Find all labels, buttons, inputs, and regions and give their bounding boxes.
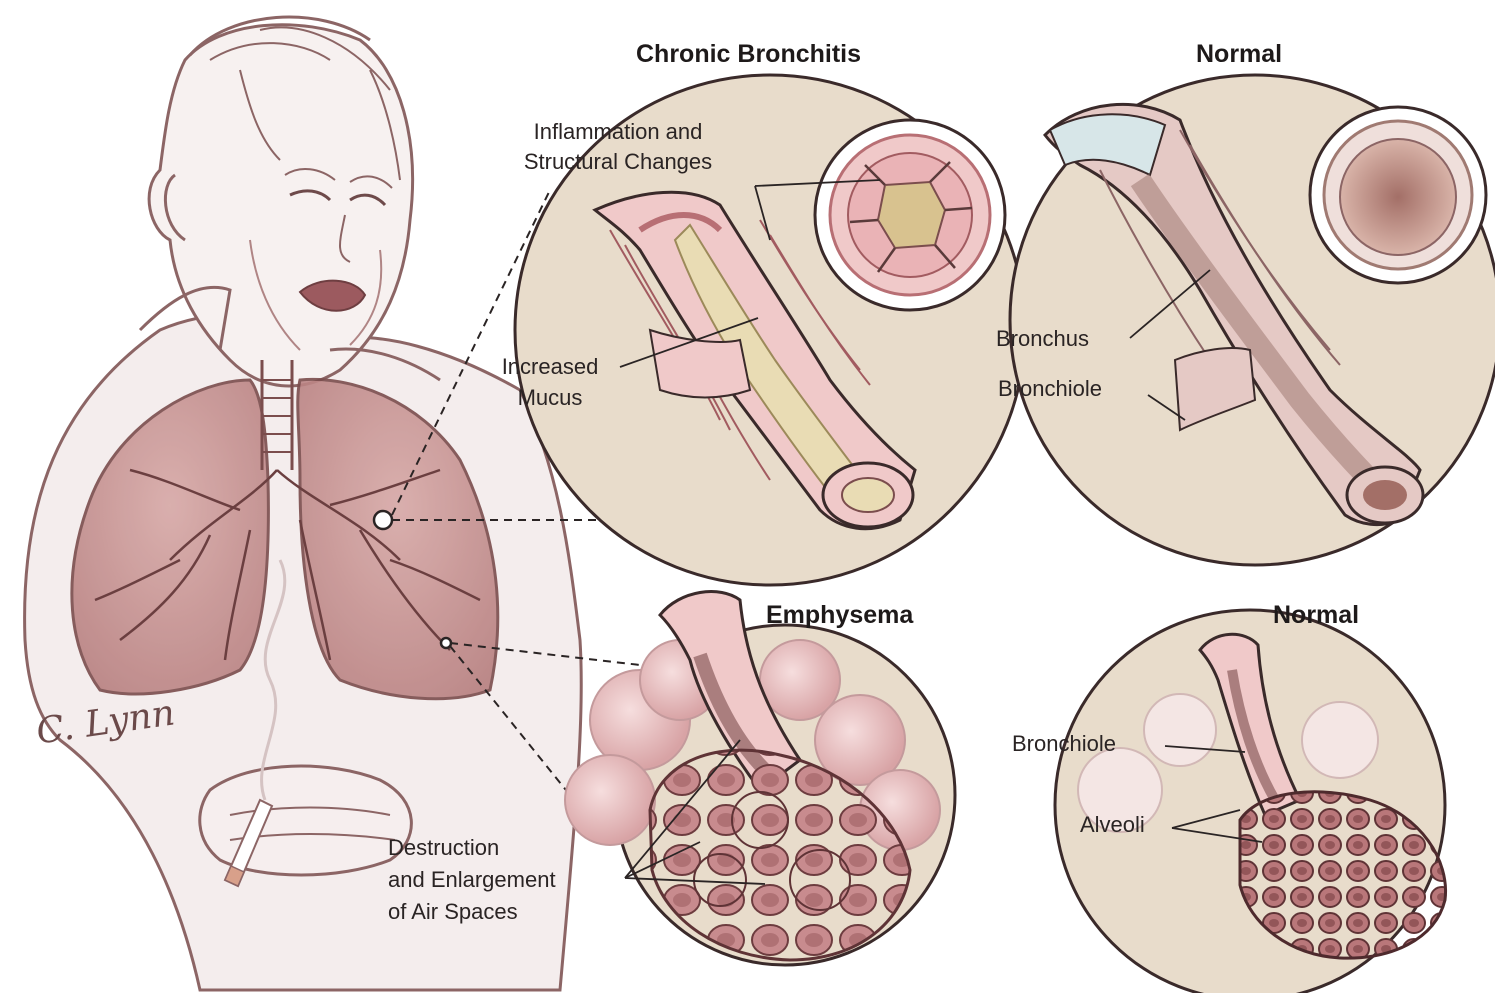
cross-section-normal	[1310, 107, 1486, 283]
label-bronchiole-alveoli-panel: Bronchiole	[1012, 729, 1116, 759]
label-inflammation-line2: Structural Changes	[478, 147, 758, 177]
narrowed-lumen	[878, 182, 945, 248]
title-emphysema: Emphysema	[766, 601, 913, 630]
panel-emphysema	[565, 592, 955, 965]
callout-marker-bronchus	[374, 511, 392, 529]
label-destruction-line3: of Air Spaces	[388, 897, 518, 927]
open-lumen	[1340, 139, 1456, 255]
bronchiole-branch-inflamed	[650, 330, 750, 398]
title-normal-bronchus: Normal	[1196, 40, 1282, 69]
label-mucus-line2: Mucus	[470, 383, 630, 413]
panel-normal-bronchus	[1010, 75, 1495, 565]
label-destruction-line1: Destruction	[388, 833, 499, 863]
panel-normal-alveoli	[1055, 610, 1446, 993]
label-inflammation-line1: Inflammation and	[478, 117, 758, 147]
label-mucus-line1: Increased	[470, 352, 630, 382]
title-normal-alveoli: Normal	[1273, 601, 1359, 630]
cross-section-inflamed	[815, 120, 1005, 310]
hand	[200, 766, 412, 875]
label-destruction-line2: and Enlargement	[388, 865, 556, 895]
label-bronchiole-normal: Bronchiole	[998, 374, 1102, 404]
title-chronic-bronchitis: Chronic Bronchitis	[636, 40, 861, 69]
label-alveoli: Alveoli	[1080, 810, 1145, 840]
label-bronchus: Bronchus	[996, 324, 1089, 354]
